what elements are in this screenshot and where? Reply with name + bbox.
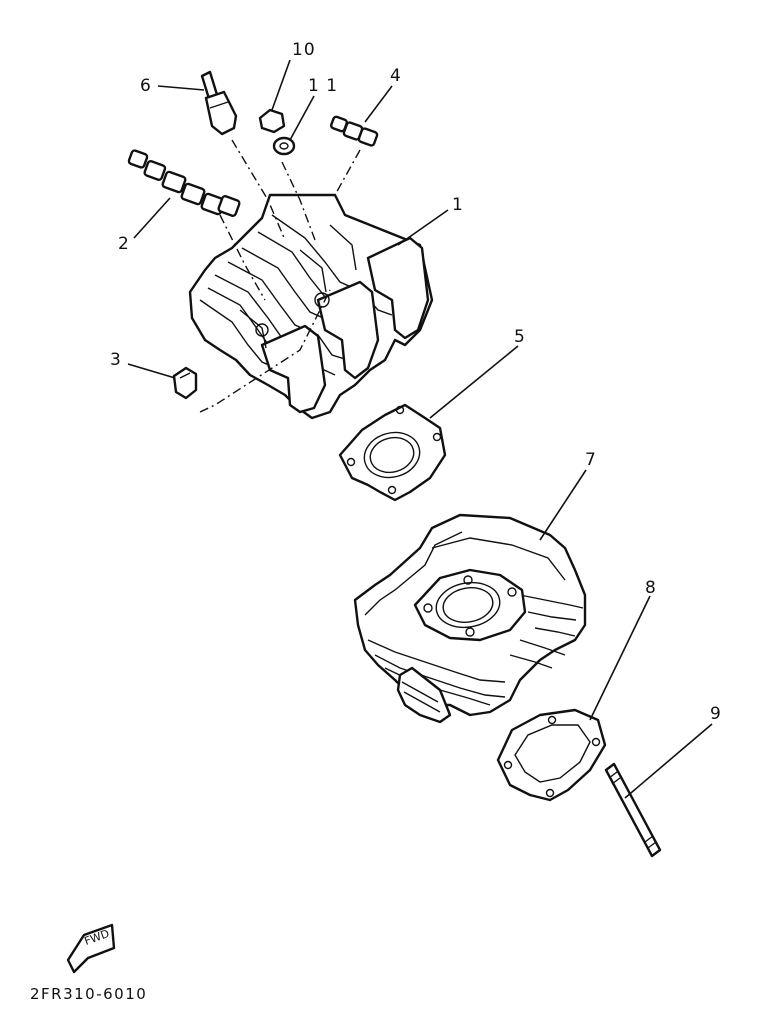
callout-2: 2	[118, 234, 130, 254]
nuts-set-2	[127, 149, 241, 217]
diagram-code: 2FR310-6010	[30, 985, 148, 1003]
callout-1: 1	[452, 195, 464, 215]
cylinder-block	[353, 513, 587, 724]
callout-4: 4	[390, 66, 402, 86]
callout-10: 10	[292, 40, 316, 60]
callout-11: 1 1	[308, 76, 339, 96]
fwd-arrow-icon	[66, 923, 116, 974]
base-gasket	[496, 708, 607, 802]
callout-5: 5	[514, 327, 526, 347]
nuts-set-4	[330, 115, 379, 147]
temp-sensor-3	[172, 366, 198, 400]
head-gasket	[338, 403, 447, 502]
callout-7: 7	[585, 450, 597, 470]
stud-bolt	[604, 762, 662, 858]
callout-8: 8	[645, 578, 657, 598]
callout-3: 3	[110, 350, 122, 370]
nut-10	[258, 108, 286, 134]
assembly-lines	[199, 139, 361, 413]
spark-plug	[200, 70, 238, 136]
washer-11	[272, 136, 296, 156]
callout-9: 9	[710, 704, 722, 724]
leader-lines	[127, 59, 713, 799]
cylinder-head	[188, 193, 434, 420]
callout-6: 6	[140, 76, 152, 96]
